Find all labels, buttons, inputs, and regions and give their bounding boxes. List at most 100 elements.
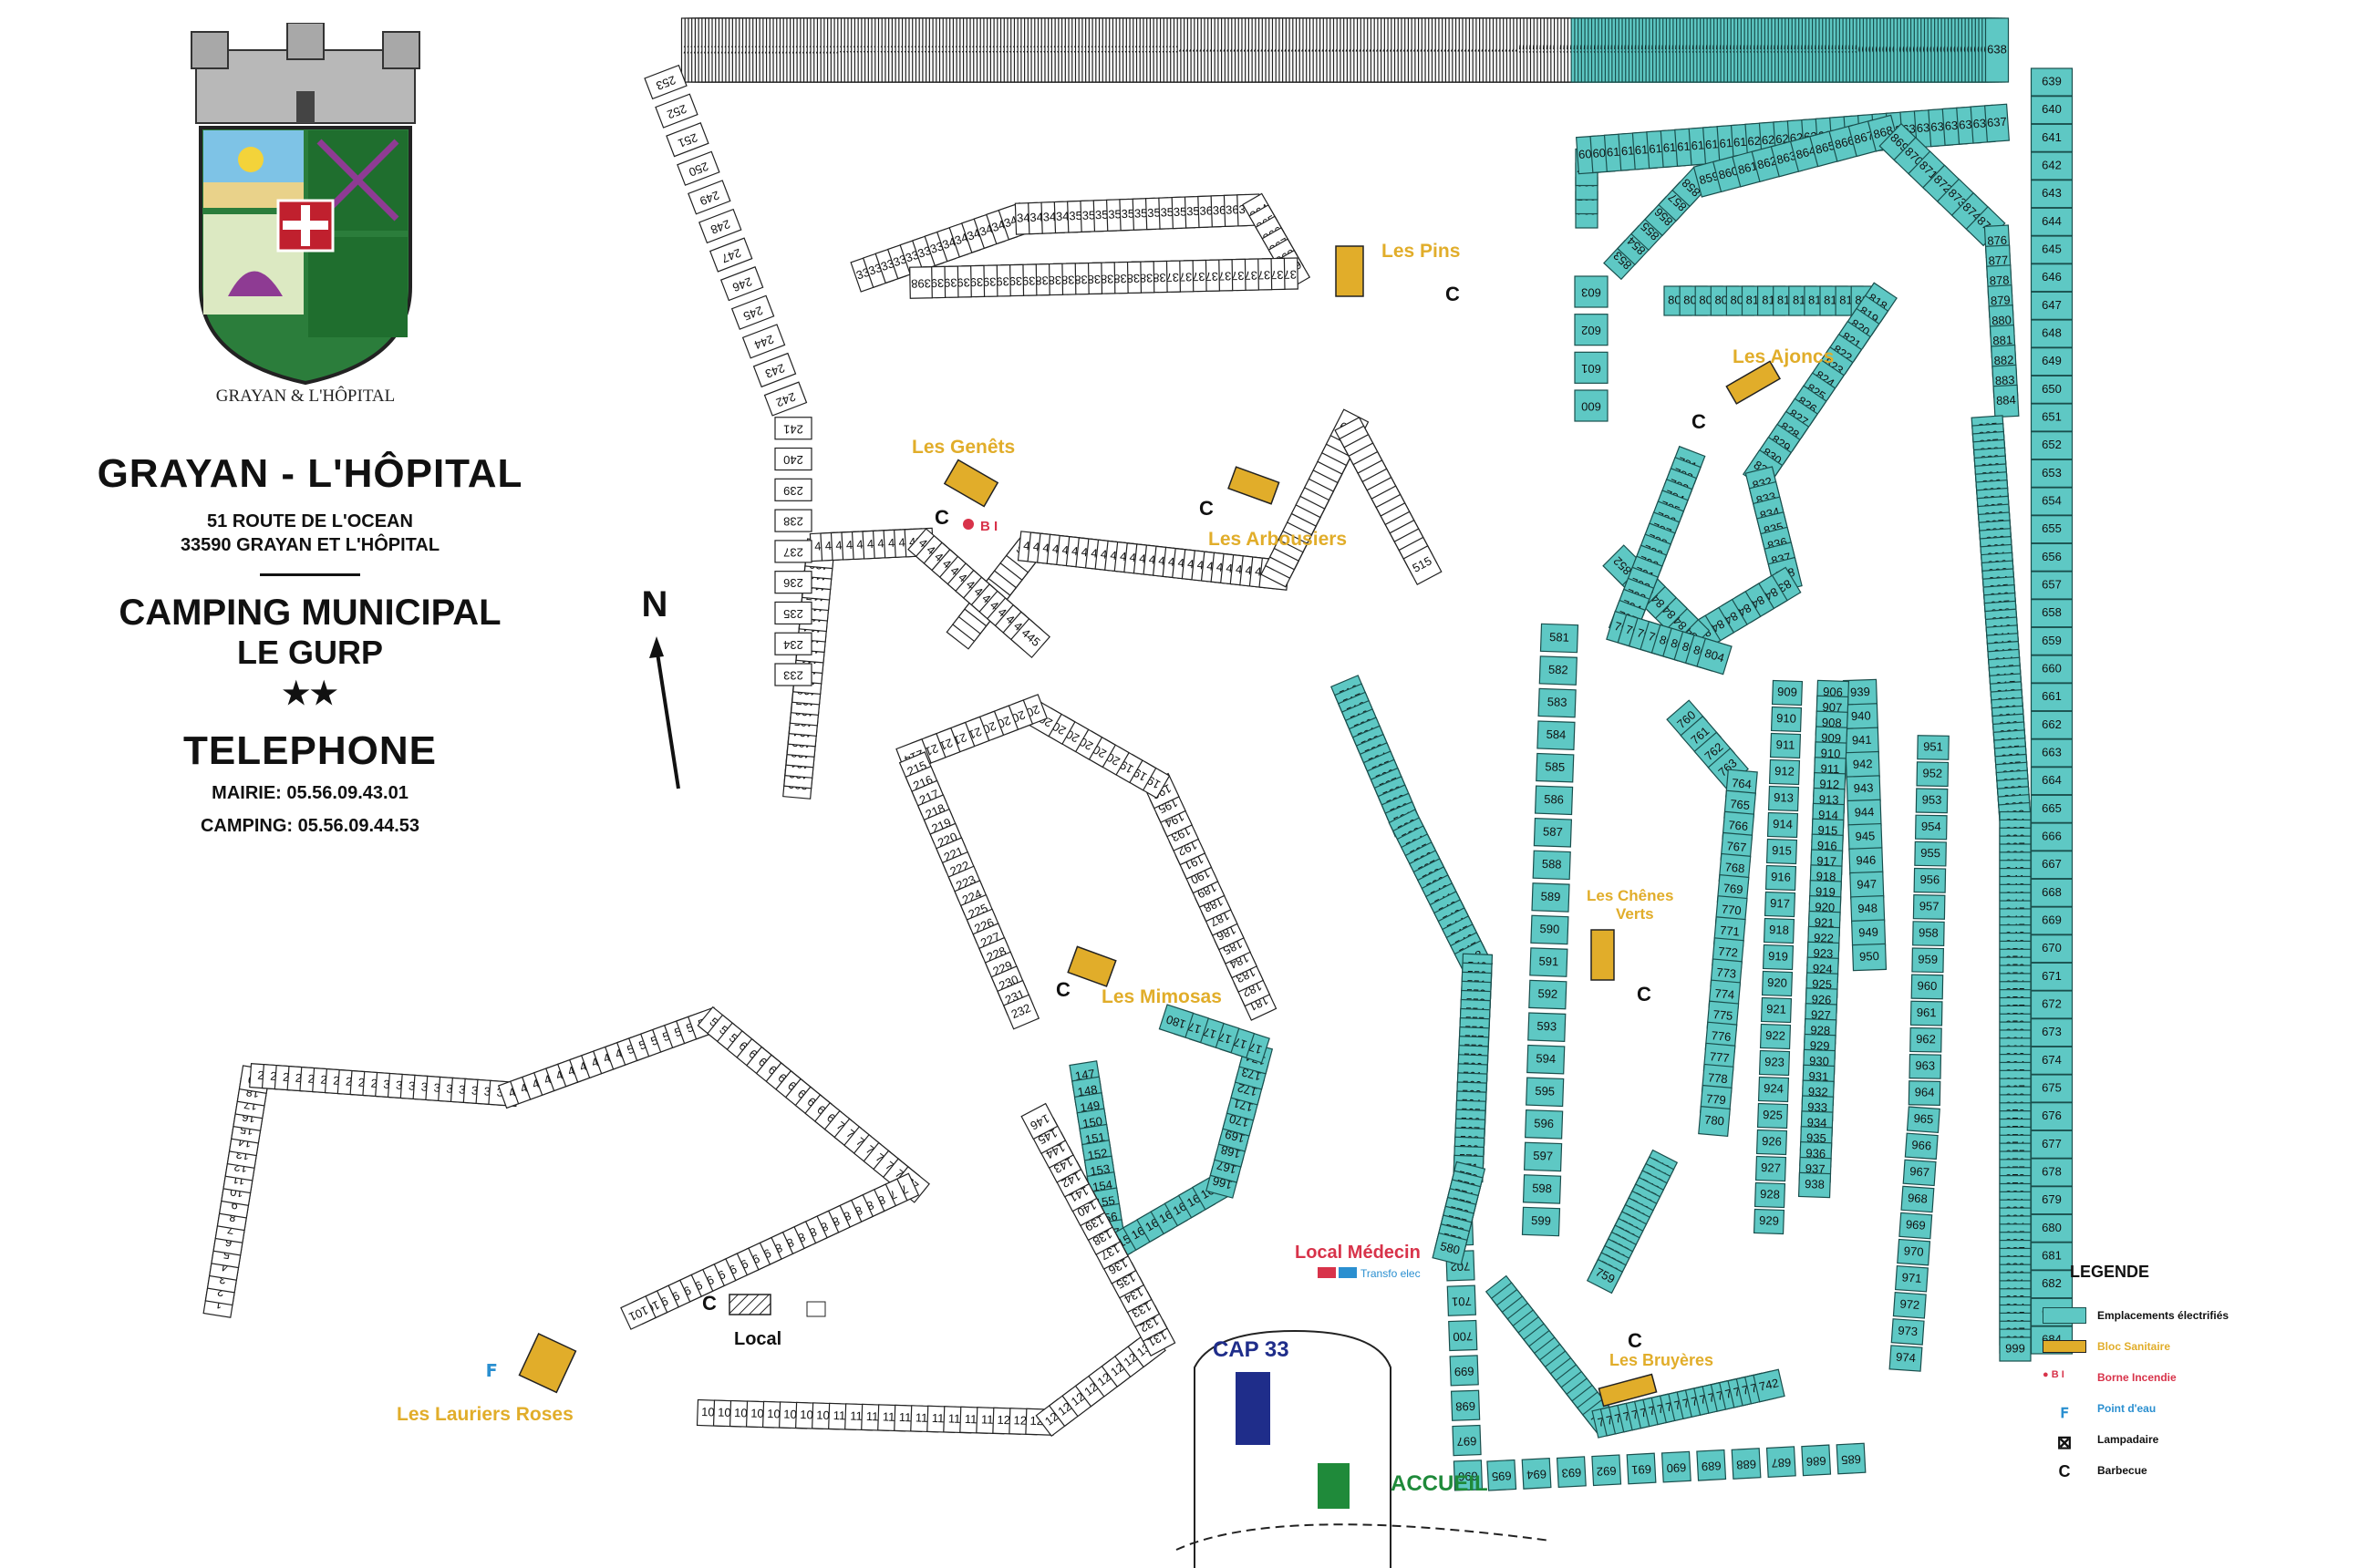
pitch-962[interactable]: 962 xyxy=(1909,1026,1942,1053)
pitch-928[interactable]: 928 xyxy=(1753,1181,1786,1209)
pitch-949[interactable]: 949 xyxy=(1850,919,1887,947)
pitch-972[interactable]: 972 xyxy=(1892,1292,1927,1319)
pitch-697[interactable]: 697 xyxy=(1452,1424,1482,1457)
pitch-673[interactable]: 673 xyxy=(2030,1018,2074,1047)
pitch-968[interactable]: 968 xyxy=(1900,1185,1935,1213)
pitch-241[interactable]: 241 xyxy=(774,417,812,440)
pitch-665[interactable]: 665 xyxy=(2030,794,2074,823)
pitch-601[interactable]: 601 xyxy=(1574,351,1609,384)
pitch-252[interactable]: 252 xyxy=(655,93,698,129)
pitch-915[interactable]: 915 xyxy=(1765,838,1798,865)
pitch-950[interactable]: 950 xyxy=(1851,943,1888,972)
pitch-674[interactable]: 674 xyxy=(2030,1046,2074,1075)
pitch-963[interactable]: 963 xyxy=(1909,1054,1942,1079)
pitch-653[interactable]: 653 xyxy=(2030,459,2074,488)
pitch-964[interactable]: 964 xyxy=(1908,1080,1941,1106)
pitch-693[interactable]: 693 xyxy=(1556,1456,1587,1488)
pitch-596[interactable]: 596 xyxy=(1525,1109,1564,1140)
pitch-654[interactable]: 654 xyxy=(2030,487,2074,516)
pitch-970[interactable]: 970 xyxy=(1897,1238,1931,1266)
pitch-700[interactable]: 700 xyxy=(1448,1319,1478,1352)
pitch-644[interactable]: 644 xyxy=(2030,207,2074,236)
pitch-951[interactable]: 951 xyxy=(1917,735,1950,760)
pitch-694[interactable]: 694 xyxy=(1521,1458,1552,1490)
pitch-599[interactable]: 599 xyxy=(1521,1206,1561,1237)
pitch-598[interactable]: 598 xyxy=(1522,1174,1562,1204)
pitch-671[interactable]: 671 xyxy=(2030,962,2074,991)
pitch-597[interactable]: 597 xyxy=(1523,1141,1563,1172)
pitch-942[interactable]: 942 xyxy=(1845,750,1880,779)
pitch-645[interactable]: 645 xyxy=(2030,235,2074,264)
pitch-642[interactable]: 642 xyxy=(2030,151,2074,181)
pitch-913[interactable]: 913 xyxy=(1767,785,1800,812)
pitch-668[interactable]: 668 xyxy=(2030,878,2074,907)
pitch-662[interactable]: 662 xyxy=(2030,710,2074,739)
pitch-944[interactable]: 944 xyxy=(1847,799,1882,828)
pitch-921[interactable]: 921 xyxy=(1760,996,1793,1024)
pitch-583[interactable]: 583 xyxy=(1537,687,1577,718)
pitch-251[interactable]: 251 xyxy=(666,122,709,158)
pitch-973[interactable]: 973 xyxy=(1890,1318,1925,1346)
pitch-602[interactable]: 602 xyxy=(1574,314,1609,346)
pitch-588[interactable]: 588 xyxy=(1532,850,1571,881)
pitch-924[interactable]: 924 xyxy=(1757,1076,1790,1103)
pitch-603[interactable]: 603 xyxy=(1574,275,1609,308)
pitch-954[interactable]: 954 xyxy=(1914,814,1948,841)
pitch-688[interactable]: 688 xyxy=(1731,1448,1762,1480)
pitch-701[interactable]: 701 xyxy=(1446,1284,1477,1316)
pitch-884[interactable]: 884 xyxy=(1992,384,2020,418)
pitch-245[interactable]: 245 xyxy=(730,294,775,330)
pitch-584[interactable]: 584 xyxy=(1536,720,1576,750)
pitch-952[interactable]: 952 xyxy=(1916,761,1950,788)
pitch-247[interactable]: 247 xyxy=(709,237,753,273)
pitch-969[interactable]: 969 xyxy=(1898,1212,1933,1240)
pitch-593[interactable]: 593 xyxy=(1527,1012,1567,1042)
pitch-958[interactable]: 958 xyxy=(1912,921,1945,947)
pitch-945[interactable]: 945 xyxy=(1847,822,1883,851)
pitch-946[interactable]: 946 xyxy=(1848,847,1884,875)
pitch-600[interactable]: 600 xyxy=(1574,389,1609,422)
pitch-240[interactable]: 240 xyxy=(774,447,812,471)
pitch-650[interactable]: 650 xyxy=(2030,375,2074,404)
pitch-948[interactable]: 948 xyxy=(1850,895,1886,923)
pitch-685[interactable]: 685 xyxy=(1836,1442,1867,1475)
pitch-658[interactable]: 658 xyxy=(2030,599,2074,628)
pitch-649[interactable]: 649 xyxy=(2030,347,2074,377)
pitch-666[interactable]: 666 xyxy=(2030,822,2074,851)
pitch-250[interactable]: 250 xyxy=(677,150,720,186)
pitch-999[interactable]: 999 xyxy=(1999,1336,2032,1362)
pitch-929[interactable]: 929 xyxy=(1753,1208,1785,1235)
pitch-961[interactable]: 961 xyxy=(1909,1000,1943,1026)
pitch-581[interactable]: 581 xyxy=(1539,623,1579,654)
pitch-592[interactable]: 592 xyxy=(1528,979,1567,1010)
pitch-689[interactable]: 689 xyxy=(1696,1449,1727,1481)
pitch-699[interactable]: 699 xyxy=(1449,1355,1479,1387)
pitch-679[interactable]: 679 xyxy=(2030,1186,2074,1215)
pitch-640[interactable]: 640 xyxy=(2030,96,2074,125)
pitch-661[interactable]: 661 xyxy=(2030,683,2074,712)
pitch-691[interactable]: 691 xyxy=(1626,1452,1657,1485)
pitch-941[interactable]: 941 xyxy=(1844,727,1879,755)
pitch-655[interactable]: 655 xyxy=(2030,515,2074,544)
pitch-677[interactable]: 677 xyxy=(2030,1130,2074,1159)
pitch-235[interactable]: 235 xyxy=(774,601,812,625)
pitch-659[interactable]: 659 xyxy=(2030,626,2074,655)
pitch-923[interactable]: 923 xyxy=(1758,1049,1791,1077)
pitch-692[interactable]: 692 xyxy=(1591,1454,1622,1487)
pitch-589[interactable]: 589 xyxy=(1531,882,1570,913)
pitch-646[interactable]: 646 xyxy=(2030,263,2074,293)
pitch-586[interactable]: 586 xyxy=(1534,785,1574,816)
pitch-663[interactable]: 663 xyxy=(2030,738,2074,768)
pitch-582[interactable]: 582 xyxy=(1538,655,1578,686)
pitch-922[interactable]: 922 xyxy=(1759,1023,1792,1050)
pitch-233[interactable]: 233 xyxy=(774,663,812,686)
pitch-591[interactable]: 591 xyxy=(1529,947,1568,977)
pitch-953[interactable]: 953 xyxy=(1915,788,1949,814)
pitch-940[interactable]: 940 xyxy=(1843,703,1879,731)
pitch-965[interactable]: 965 xyxy=(1906,1106,1940,1133)
pitch-920[interactable]: 920 xyxy=(1761,970,1794,997)
pitch-637[interactable]: 637 xyxy=(1983,103,2011,143)
pitch-657[interactable]: 657 xyxy=(2030,571,2074,600)
pitch-667[interactable]: 667 xyxy=(2030,851,2074,880)
pitch-676[interactable]: 676 xyxy=(2030,1102,2074,1131)
